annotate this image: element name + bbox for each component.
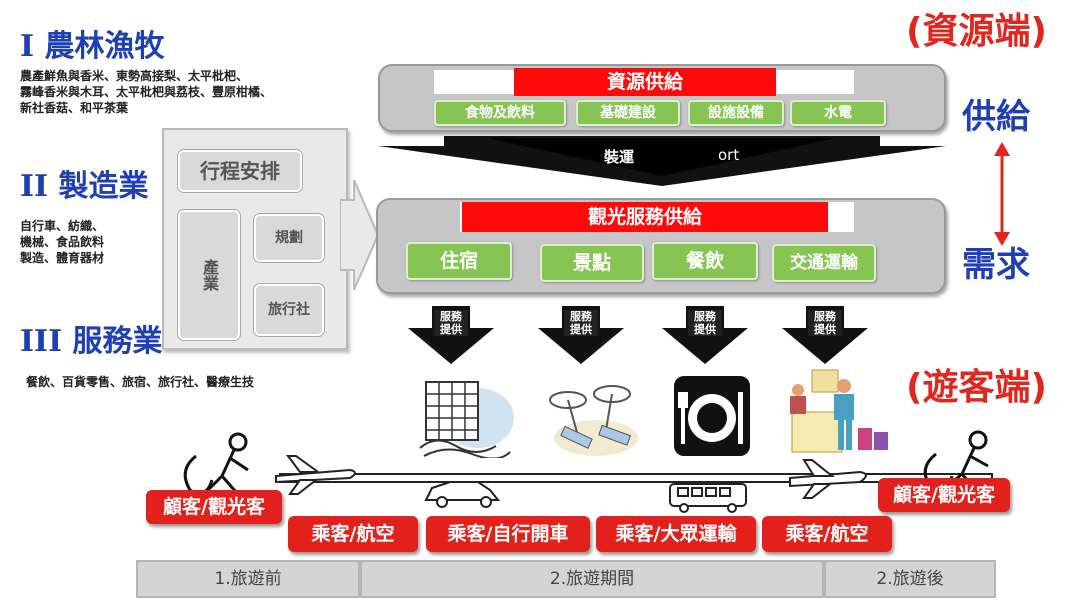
shopping-illustration — [790, 369, 888, 453]
beach-attraction-illustration — [549, 385, 638, 456]
timeline-during-trip: 2.旅遊期間 — [360, 560, 824, 598]
passenger-air-label-2: 乘客/航空 — [762, 516, 892, 552]
timeline-before-trip: 1.旅遊前 — [136, 560, 360, 598]
customer-tourist-label-left: 顧客/觀光客 — [146, 490, 282, 524]
resource-item-food: 食物及飲料 — [434, 100, 566, 126]
airplane-right-icon — [789, 459, 867, 499]
planning-button[interactable]: 規劃 — [253, 213, 325, 263]
industry-title-agriculture: I 農林漁牧 — [20, 29, 165, 64]
industry-desc-manufacturing: 自行車、紡織、 機械、食品飲料 製造、體育器材 — [20, 219, 105, 265]
traveler-left-icon — [183, 432, 249, 495]
industry-planning-button[interactable]: 產業 — [177, 209, 241, 341]
resource-end-label: (資源端) — [906, 11, 1047, 52]
hotel-illustration — [419, 381, 514, 458]
industry-desc-agriculture: 農產鮮魚與香米、東勢高接梨、太平枇杷、 霧峰香米與木耳、太平枇杷與荔枝、豐原柑橘… — [20, 69, 273, 115]
transport-arrow — [378, 136, 946, 186]
service-arrow-attractions-label: 服務 提供 — [564, 310, 598, 336]
resource-item-utilities: 水電 — [790, 100, 886, 126]
customer-tourist-label-right: 顧客/觀光客 — [878, 478, 1010, 512]
itinerary-planning-button[interactable]: 行程安排 — [177, 149, 303, 193]
supply-label: 供給 — [962, 97, 1030, 137]
resource-item-infrastructure: 基礎建設 — [576, 100, 680, 126]
tourism-item-attractions: 景點 — [540, 244, 644, 282]
demand-label: 需求 — [962, 245, 1030, 285]
passenger-self-drive-label: 乘客/自行開車 — [426, 516, 590, 552]
passenger-public-transit-label: 乘客/大眾運輸 — [596, 516, 756, 552]
airplane-left-icon — [275, 455, 356, 495]
resource-item-facilities: 設施設備 — [688, 100, 784, 126]
service-arrow-dining-label: 服務 提供 — [688, 310, 722, 336]
tourism-item-dining: 餐飲 — [652, 242, 758, 280]
travel-agency-button[interactable]: 旅行社 — [253, 283, 325, 337]
timeline-after-trip: 2.旅遊後 — [824, 560, 996, 598]
industry-title-manufacturing: II 製造業 — [20, 169, 149, 204]
visitor-end-label: (遊客端) — [906, 367, 1047, 408]
car-icon — [424, 481, 501, 508]
service-arrow-lodging-label: 服務 提供 — [434, 310, 468, 336]
transport-label: 裝運 — [604, 148, 635, 166]
resource-supply-title: 資源供給 — [514, 68, 776, 96]
service-arrow-transport-label: 服務 提供 — [808, 310, 842, 336]
tourism-supply-title: 觀光服務供給 — [462, 202, 828, 232]
industry-title-services: III 服務業 — [20, 324, 163, 359]
tourism-item-lodging: 住宿 — [406, 242, 512, 280]
dining-plate-icon — [674, 376, 750, 456]
tourism-item-transport: 交通運輸 — [772, 244, 876, 282]
bus-icon — [669, 483, 747, 513]
transport-label-suffix: ort — [718, 146, 740, 164]
agency-right-arrow — [340, 180, 380, 290]
supply-demand-arrow — [994, 142, 1010, 246]
industry-desc-services: 餐飲、百貨零售、旅宿、旅行社、醫療生技 — [26, 375, 255, 389]
passenger-air-label-1: 乘客/航空 — [288, 516, 418, 552]
